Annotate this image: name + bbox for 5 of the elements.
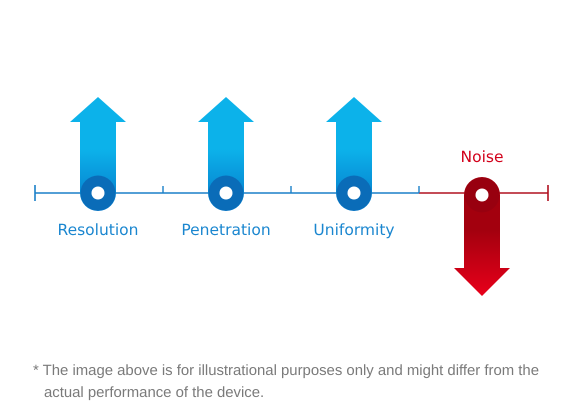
metric-label: Resolution (58, 221, 138, 240)
metric-label: Penetration (181, 221, 271, 240)
metric-label: Uniformity (313, 221, 395, 240)
metric-label: Noise (460, 148, 504, 167)
footnote: * The image above is for illustrational purposes only and might differ from the actual performance of the device. (33, 362, 540, 403)
